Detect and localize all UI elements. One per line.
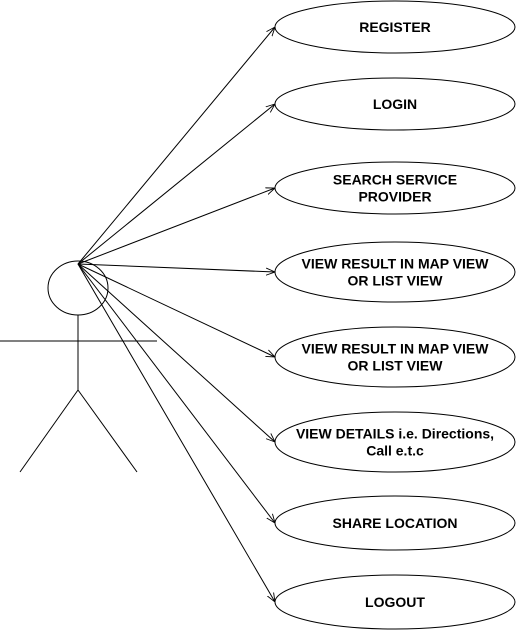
use-case: LOGIN — [274, 77, 516, 131]
actor — [0, 260, 157, 473]
use-case: VIEW DETAILS i.e. Directions,Call e.t.c — [274, 411, 516, 473]
use-case-label: PROVIDER — [358, 189, 431, 205]
use-case: SHARE LOCATION — [274, 495, 516, 551]
use-case-label: OR LIST VIEW — [348, 358, 444, 374]
use-case-label: SEARCH SERVICE — [333, 172, 457, 188]
use-case-ellipse — [274, 0, 516, 54]
association-arrow — [77, 263, 275, 442]
association-arrow — [77, 27, 275, 265]
use-case-label: OR LIST VIEW — [348, 273, 444, 289]
association-arrow — [77, 263, 275, 602]
use-case-label: LOGOUT — [365, 594, 425, 610]
use-case: LOGOUT — [274, 574, 516, 630]
actor-head — [47, 260, 109, 316]
use-case-ellipse — [274, 574, 516, 630]
use-case-label: VIEW DETAILS i.e. Directions, — [296, 426, 494, 442]
actor-right-leg — [77, 389, 138, 473]
use-case-ellipse — [274, 326, 516, 388]
use-case-label: VIEW RESULT IN MAP VIEW — [302, 256, 490, 272]
use-case-label: VIEW RESULT IN MAP VIEW — [302, 341, 490, 357]
actor-left-leg — [19, 389, 79, 473]
use-case-ellipse — [274, 77, 516, 131]
association-arrow — [77, 263, 275, 523]
association-arrow — [77, 263, 275, 357]
use-case-ellipse — [274, 411, 516, 473]
use-case-ellipse — [274, 241, 516, 303]
use-case-ellipse — [274, 161, 516, 215]
associations — [77, 27, 275, 602]
use-case-label: SHARE LOCATION — [333, 515, 458, 531]
association-arrow — [77, 188, 275, 265]
use-case: REGISTER — [274, 0, 516, 54]
use-case-label: LOGIN — [373, 96, 417, 112]
association-arrow — [77, 104, 275, 265]
association-arrow — [77, 263, 275, 272]
use-case-ellipse — [274, 495, 516, 551]
use-case-label: Call e.t.c — [366, 443, 424, 459]
use-case-label: REGISTER — [359, 19, 431, 35]
